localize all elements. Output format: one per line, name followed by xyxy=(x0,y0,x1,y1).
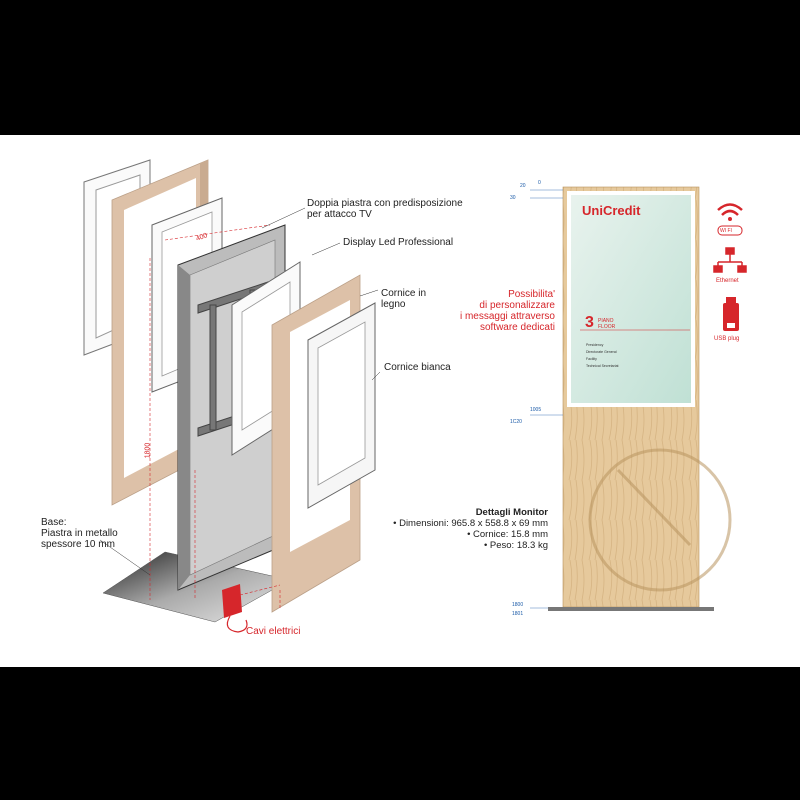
monitor-weight: • Peso: 18.3 kg xyxy=(483,540,548,551)
white-frame-label: Cornice bianca xyxy=(384,362,451,373)
sign-entry: Technical Secretariat xyxy=(586,364,619,368)
ethernet-icon xyxy=(713,247,747,273)
wifi-label: WI FI xyxy=(720,228,732,234)
dim-mid-a: 1005 xyxy=(530,407,542,413)
ethernet-label: Ethernet xyxy=(716,278,739,284)
floor-label-en: FLOOR xyxy=(598,324,616,330)
sign-entry: Presidency xyxy=(586,343,604,347)
base-label: Base: Piastra in metallo spessore 10 mm xyxy=(41,517,118,550)
floor-number: 3 xyxy=(585,314,594,331)
usb-icon xyxy=(723,297,739,331)
monitor-frame: • Cornice: 15.8 mm xyxy=(467,529,548,540)
dim-bot-a: 1800 xyxy=(512,602,524,608)
wifi-icon xyxy=(717,203,743,236)
monitor-dimensions: • Dimensioni: 965.8 x 558.8 x 69 mm xyxy=(393,518,548,529)
dim-top-a: 20 xyxy=(520,183,526,189)
dim-bot-b: 1801 xyxy=(512,611,524,617)
sign-entry: Facility xyxy=(586,357,597,361)
dim-top-c: 30 xyxy=(510,195,516,201)
cables-label: Cavi elettrici xyxy=(246,626,301,637)
monitor-details-title: Dettagli Monitor xyxy=(475,507,548,518)
cable-box xyxy=(222,584,242,618)
floor-label-it: PIANO xyxy=(598,318,614,324)
customization-text: Possibilita' di personalizzare i messagg… xyxy=(459,289,555,333)
dim-top-b: 0 xyxy=(538,180,541,186)
unicredit-logo: UniCredit xyxy=(582,203,641,218)
display-label: Display Led Professional xyxy=(343,237,454,248)
sign-entry: Directorate General xyxy=(586,350,617,354)
totem-screen xyxy=(567,191,695,407)
wood-frame-label: Cornice in legno xyxy=(381,288,427,310)
monitor-details: Dettagli Monitor • Dimensioni: 965.8 x 5… xyxy=(380,507,548,551)
dim-mid-b: 1C20 xyxy=(510,419,522,425)
double-plate-label: Doppia piastra con predisposizione per a… xyxy=(307,198,463,220)
usb-label: USB plug xyxy=(714,336,740,342)
height-dimension: 1800 xyxy=(144,442,152,459)
